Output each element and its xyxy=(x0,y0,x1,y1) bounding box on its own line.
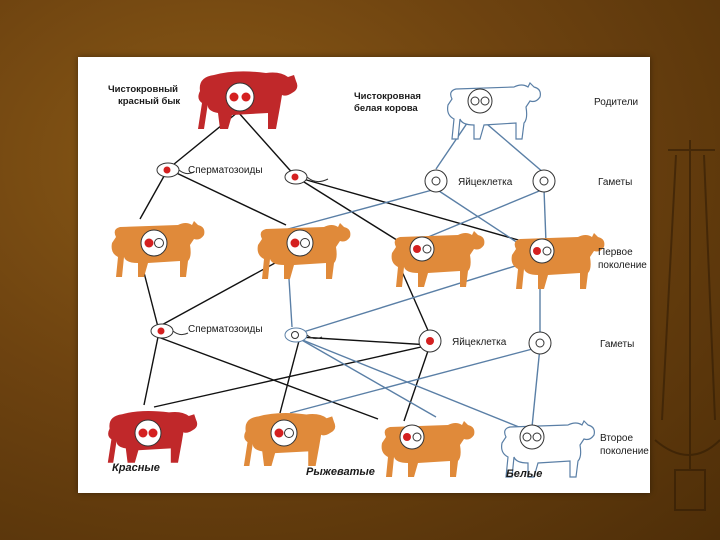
gametes-label-2: Гаметы xyxy=(600,339,634,350)
white-cow-icon xyxy=(501,420,596,478)
roan-cow-icon xyxy=(381,421,475,477)
sperm-icon xyxy=(156,162,195,178)
sperm-label-1: Сперматозоиды xyxy=(188,165,263,176)
parents-label: Родители xyxy=(594,97,638,108)
gametes-label-1: Гаметы xyxy=(598,177,632,188)
red-bull-icon xyxy=(107,410,198,463)
white-cow-icon xyxy=(447,82,542,140)
second-generation-label-1: Второе xyxy=(600,433,633,444)
roan-cow-icon xyxy=(111,221,205,277)
egg-icon xyxy=(418,329,552,355)
egg-icon xyxy=(424,169,556,193)
roan-offspring-label: Рыжеватые xyxy=(306,466,375,478)
egg-label-2: Яйцеклетка xyxy=(452,337,507,348)
genetics-diagram-panel: Чистокровный красный бык Чистокровная бе… xyxy=(78,57,650,493)
white-offspring-label: Белые xyxy=(506,468,542,480)
first-generation-label-2: поколение xyxy=(598,260,647,271)
red-offspring-label: Красные xyxy=(112,462,160,474)
first-generation-label-1: Первое xyxy=(598,247,633,258)
sperm-icon xyxy=(284,327,323,343)
pure-red-bull-label-2: красный бык xyxy=(118,96,180,107)
black-lines xyxy=(139,111,537,422)
roan-cow-icon xyxy=(243,413,336,467)
egg-label-1: Яйцеклетка xyxy=(458,177,513,188)
red-bull-icon xyxy=(198,71,298,129)
pure-red-bull-label-1: Чистокровный xyxy=(108,84,178,95)
second-generation-label-2: поколение xyxy=(600,446,649,457)
sperm-icon xyxy=(284,169,329,185)
sperm-icon xyxy=(150,323,189,339)
roan-cow-icon xyxy=(257,223,351,279)
sperm-label-2: Сперматозоиды xyxy=(188,324,263,335)
pure-white-cow-label-2: белая корова xyxy=(354,103,418,114)
roan-cow-icon xyxy=(391,231,485,287)
roan-cow-icon xyxy=(511,233,605,289)
inheritance-diagram: Чистокровный красный бык Чистокровная бе… xyxy=(107,71,649,480)
pure-white-cow-label-1: Чистокровная xyxy=(354,91,421,102)
